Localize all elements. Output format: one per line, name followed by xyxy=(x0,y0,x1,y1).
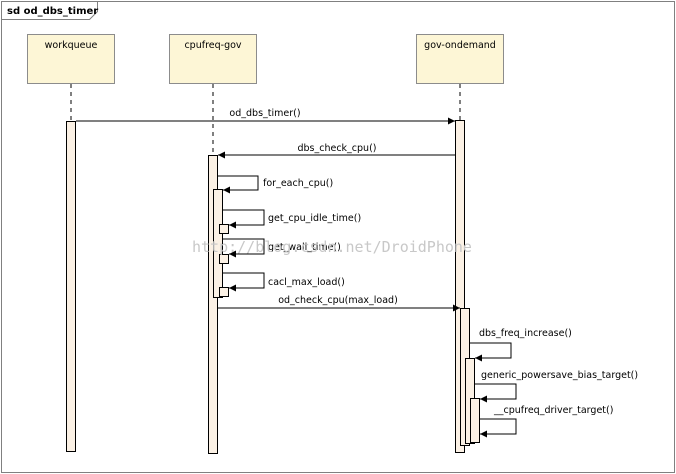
lifeline-label-cpufreq-gov: cpufreq-gov xyxy=(184,40,241,51)
message-label-od-check-cpu: od_check_cpu(max_load) xyxy=(278,295,398,306)
activation-cpufreq-gov-wall xyxy=(219,254,229,264)
activation-cpufreq-gov xyxy=(208,155,218,454)
message-label-dbs-check-cpu: dbs_check_cpu() xyxy=(297,143,376,154)
frame-title-tab xyxy=(1,1,98,20)
message-arrow-for-each-cpu xyxy=(218,175,259,194)
activation-cpufreq-gov-idle xyxy=(219,224,229,234)
message-label-get-wall-time: get_wall_time() xyxy=(268,242,341,253)
message-arrow-cpufreq-driver-target xyxy=(480,418,517,438)
activation-gov-ondemand-4 xyxy=(470,398,480,443)
message-arrow-dbs-freq-increase xyxy=(470,342,512,362)
activation-gov-ondemand xyxy=(455,120,465,453)
message-arrow-generic-powersave-bias-target xyxy=(475,383,517,403)
activation-workqueue xyxy=(66,121,76,452)
message-label-for-each-cpu: for_each_cpu() xyxy=(263,178,333,189)
message-label-od-dbs-timer: od_dbs_timer() xyxy=(229,108,300,119)
frame-title: sd od_dbs_timer xyxy=(7,6,98,17)
message-label-dbs-freq-increase: dbs_freq_increase() xyxy=(479,328,572,339)
watermark-text: http://blog.csdn.net/DroidPhone xyxy=(192,238,472,256)
message-label-cacl-max-load: cacl_max_load() xyxy=(268,277,345,288)
message-arrow-cacl-max-load xyxy=(223,272,265,292)
lifeline-label-gov-ondemand: gov-ondemand xyxy=(424,40,496,51)
lifeline-box-gov-ondemand xyxy=(416,34,504,84)
message-arrow-get-wall-time xyxy=(223,238,265,258)
message-label-generic-powersave-bias-target: generic_powersave_bias_target() xyxy=(481,370,638,381)
activation-cpufreq-gov-load xyxy=(219,287,229,297)
lifeline-box-cpufreq-gov xyxy=(169,34,257,84)
lifeline-label-workqueue: workqueue xyxy=(45,40,98,51)
lifeline-box-workqueue xyxy=(27,34,115,84)
message-label-get-cpu-idle-time: get_cpu_idle_time() xyxy=(268,213,361,224)
message-arrow-get-cpu-idle-time xyxy=(223,209,265,229)
message-label-cpufreq-driver-target: __cpufreq_driver_target() xyxy=(493,405,613,416)
activation-cpufreq-gov-2 xyxy=(213,189,223,298)
